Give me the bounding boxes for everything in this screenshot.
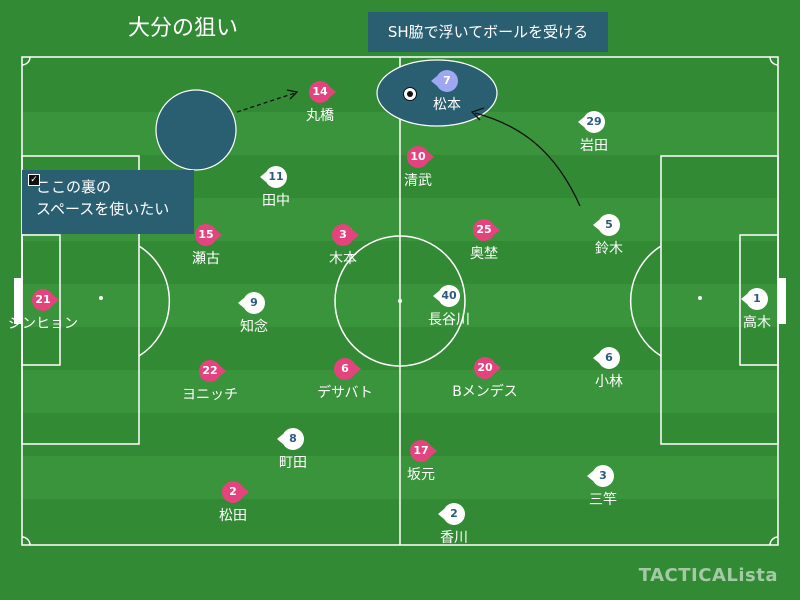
facing-left-icon: [587, 471, 593, 481]
left-goal: [14, 278, 22, 324]
player-number: 6: [334, 358, 356, 380]
player-number: 10: [407, 146, 429, 168]
player-number: 1: [746, 288, 768, 310]
facing-left-icon: [593, 353, 599, 363]
diagram-title: 大分の狙い: [128, 16, 239, 41]
callout-space-behind: ✓ ここの裏の スペースを使いたい: [22, 170, 194, 234]
facing-left-icon: [260, 172, 266, 182]
facing-left-icon: [433, 291, 439, 301]
facing-left-icon: [277, 434, 283, 444]
player-number: 7: [436, 70, 458, 92]
facing-right-icon: [431, 446, 437, 456]
facing-right-icon: [243, 487, 249, 497]
player-name: 長谷川: [428, 312, 470, 328]
player-name: ヨニッチ: [182, 387, 238, 403]
facing-right-icon: [330, 87, 336, 97]
facing-right-icon: [495, 363, 501, 373]
facing-right-icon: [353, 230, 359, 240]
player-number: 9: [243, 292, 265, 314]
player-name: 松本: [433, 97, 461, 113]
facing-left-icon: [578, 117, 584, 127]
player-number: 40: [438, 285, 460, 307]
facing-left-icon: [431, 76, 437, 86]
receiver-highlight-ellipse: [376, 59, 498, 127]
player-name: 瀬古: [192, 251, 220, 267]
facing-right-icon: [355, 364, 361, 374]
facing-right-icon: [53, 295, 59, 305]
watermark-logo: TACTICALista: [638, 565, 778, 586]
player-name: 香川: [440, 530, 468, 546]
player-number: 8: [282, 428, 304, 450]
facing-left-icon: [238, 298, 244, 308]
player-name: 岩田: [580, 138, 608, 154]
callout-line-1: ここの裏の: [36, 178, 112, 196]
player-name: 高木: [743, 315, 771, 331]
player-name: 清武: [404, 173, 432, 189]
facing-right-icon: [494, 225, 500, 235]
facing-right-icon: [220, 366, 226, 376]
player-number: 14: [309, 81, 331, 103]
pass-arrow: [474, 112, 581, 207]
checkbox-icon: ✓: [28, 174, 40, 186]
right-goal: [778, 278, 786, 324]
player-number: 3: [332, 224, 354, 246]
player-name: デサバト: [317, 385, 373, 401]
player-name: ジンヒョン: [8, 316, 78, 332]
player-name: Bメンデス: [452, 384, 518, 400]
player-name: 小林: [595, 374, 623, 390]
player-name: 知念: [240, 319, 268, 335]
player-name: 田中: [262, 193, 290, 209]
player-number: 2: [443, 503, 465, 525]
player-number: 5: [598, 214, 620, 236]
player-number: 22: [199, 360, 221, 382]
callout-receive-between-lines: SH脇で浮いてボールを受ける: [368, 12, 608, 52]
player-number: 2: [222, 481, 244, 503]
player-name: 坂元: [407, 467, 435, 483]
player-name: 鈴木: [595, 241, 623, 257]
player-name: 三竿: [589, 492, 617, 508]
player-name: 町田: [279, 455, 307, 471]
player-number: 6: [598, 347, 620, 369]
facing-right-icon: [428, 152, 434, 162]
player-number: 17: [410, 440, 432, 462]
player-name: 松田: [219, 508, 247, 524]
callout-line-2: スペースを使いたい: [36, 200, 170, 218]
facing-left-icon: [593, 220, 599, 230]
player-number: 15: [195, 224, 217, 246]
facing-left-icon: [741, 294, 747, 304]
run-arrow: [236, 92, 296, 113]
target-space-circle: [155, 89, 237, 171]
player-name: 丸橋: [306, 108, 334, 124]
player-number: 25: [473, 219, 495, 241]
player-number: 21: [32, 289, 54, 311]
ball-icon: [403, 87, 417, 101]
facing-left-icon: [438, 509, 444, 519]
facing-right-icon: [216, 230, 222, 240]
player-number: 3: [592, 465, 614, 487]
player-number: 20: [474, 357, 496, 379]
player-number: 11: [265, 166, 287, 188]
player-name: 奥埜: [470, 246, 498, 262]
player-number: 29: [583, 111, 605, 133]
player-name: 木本: [329, 251, 357, 267]
